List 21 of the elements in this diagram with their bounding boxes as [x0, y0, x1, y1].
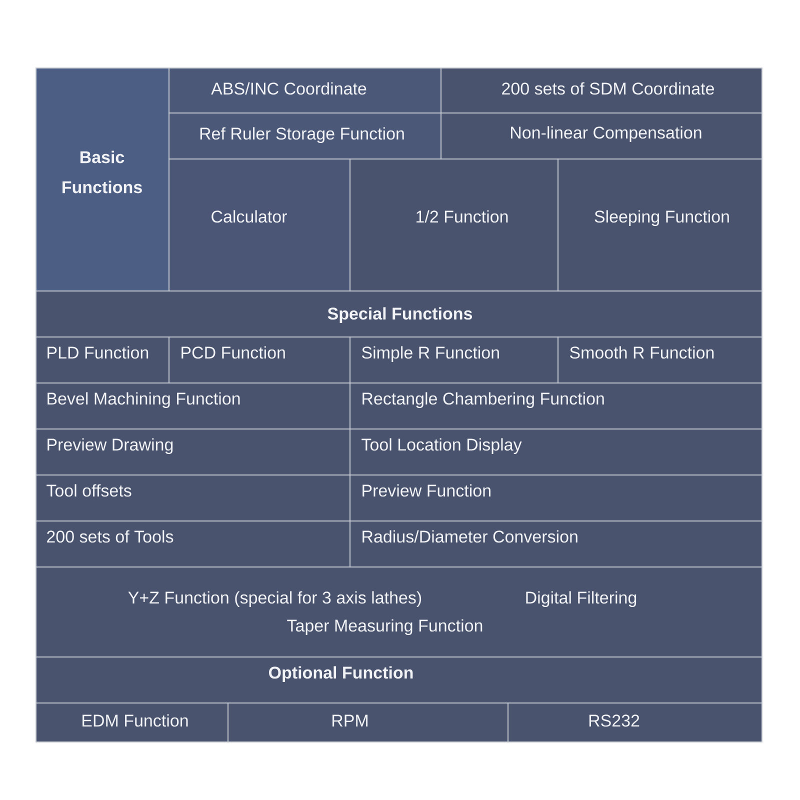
table-cell: RS232: [508, 702, 762, 742]
table-cell: ABS/INC Coordinate: [168, 68, 442, 114]
table-cell: PCD Function: [168, 336, 350, 384]
table-cell: Tool Location Display: [350, 428, 762, 476]
table-cell: Smooth R Function: [558, 336, 762, 384]
header-cell: Basic Functions: [36, 68, 170, 292]
table-cell: PLD Function: [36, 336, 170, 384]
table-cell: 1/2 Function: [350, 158, 558, 292]
table-cell: 200 sets of SDM Coordinate: [440, 68, 762, 114]
table-cell: Preview Function: [350, 474, 762, 522]
table-cell: RPM: [228, 702, 508, 742]
table-cell: Non-linear Compensation: [440, 112, 762, 160]
table-cell: Calculator: [168, 158, 350, 292]
table-cell: EDM Function: [36, 702, 228, 742]
table-cell: Tool offsets: [36, 474, 350, 522]
table-cell: Ref Ruler Storage Function: [168, 112, 442, 160]
table-cell: 200 sets of Tools: [36, 520, 350, 568]
table-cell: Radius/Diameter Conversion: [350, 520, 762, 568]
table-cell: Sleeping Function: [558, 158, 762, 292]
table-cell: Preview Drawing: [36, 428, 350, 476]
table-cell: Simple R Function: [350, 336, 558, 384]
